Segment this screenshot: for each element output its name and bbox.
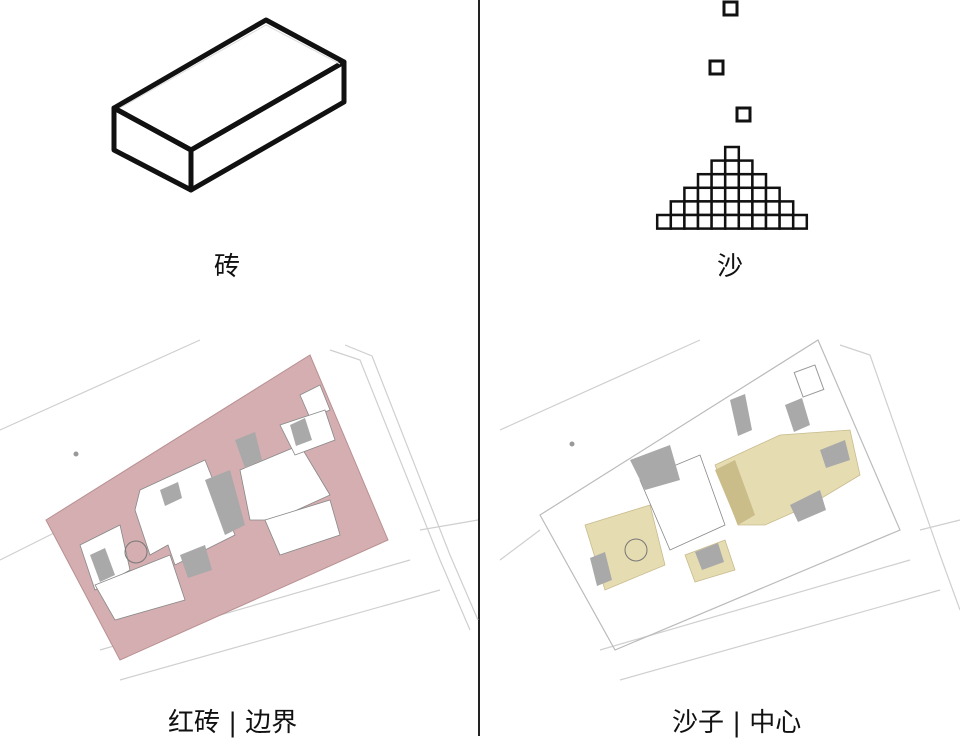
sand-grain-cell [764, 200, 781, 217]
caption-brick: 砖 [214, 252, 241, 282]
center-divider [478, 0, 480, 736]
sand-grain-cell [696, 172, 713, 190]
sand-grain-cell [655, 213, 673, 230]
sand-grain-cell [751, 213, 768, 230]
boundary-outline [539, 339, 901, 651]
sand-grain-cell [723, 213, 741, 230]
sand-grain-cell [723, 172, 741, 190]
sand-grain-cell [669, 213, 686, 230]
sand-panel: 沙 [480, 0, 960, 300]
falling-grain [735, 106, 752, 123]
sand-grain-cell [751, 200, 768, 217]
brick-panel: 砖 [0, 0, 478, 300]
sand-grain-cell [778, 200, 795, 217]
sand-grain-cell [751, 186, 768, 203]
sand-grain-cell [710, 200, 727, 217]
sand-grain-cell [710, 186, 727, 203]
falling-grain [722, 0, 739, 17]
sand-grain-cell [791, 213, 809, 230]
sand-center-plan: 沙子 | 中心 [480, 330, 960, 738]
sand-grain-cell [723, 159, 741, 176]
sand-grain-cell [764, 213, 781, 230]
sand-grain-cell [696, 200, 713, 217]
site-plan-boundary [0, 339, 479, 681]
brick-boundary-plan: 红砖 | 边界 [0, 330, 479, 738]
sand-grain-cell [764, 186, 781, 203]
sand-grain-cell [669, 200, 686, 217]
sand-grain-cell [737, 159, 754, 176]
sand-grain-cell [710, 159, 727, 176]
sand-grain-cell [683, 200, 700, 217]
sand-pile-icon [655, 0, 809, 230]
sand-grain-cell [751, 172, 768, 190]
sand-grain-cell [737, 213, 754, 230]
sand-grain-cell [710, 213, 727, 230]
sand-grain-cell [737, 200, 754, 217]
caption-sand: 沙 [717, 252, 744, 282]
sand-grain-cell [710, 172, 727, 190]
sand-grain-cell [778, 213, 795, 230]
brick-icon [111, 17, 347, 193]
caption-sand-center: 沙子 | 中心 [672, 708, 802, 738]
caption-red-brick-boundary: 红砖 | 边界 [168, 708, 298, 738]
sand-grain-cell [723, 186, 741, 203]
sand-grain-cell [683, 213, 700, 230]
site-plan-center [499, 339, 960, 681]
sand-grain-cell [737, 186, 754, 203]
sand-grain-cell [696, 186, 713, 203]
sand-grain-cell [737, 172, 754, 190]
sand-grain-cell [683, 186, 700, 203]
sand-grain-cell [696, 213, 713, 230]
sand-grain-cell [723, 145, 741, 162]
falling-grain [708, 59, 725, 76]
sand-grain-cell [723, 200, 741, 217]
